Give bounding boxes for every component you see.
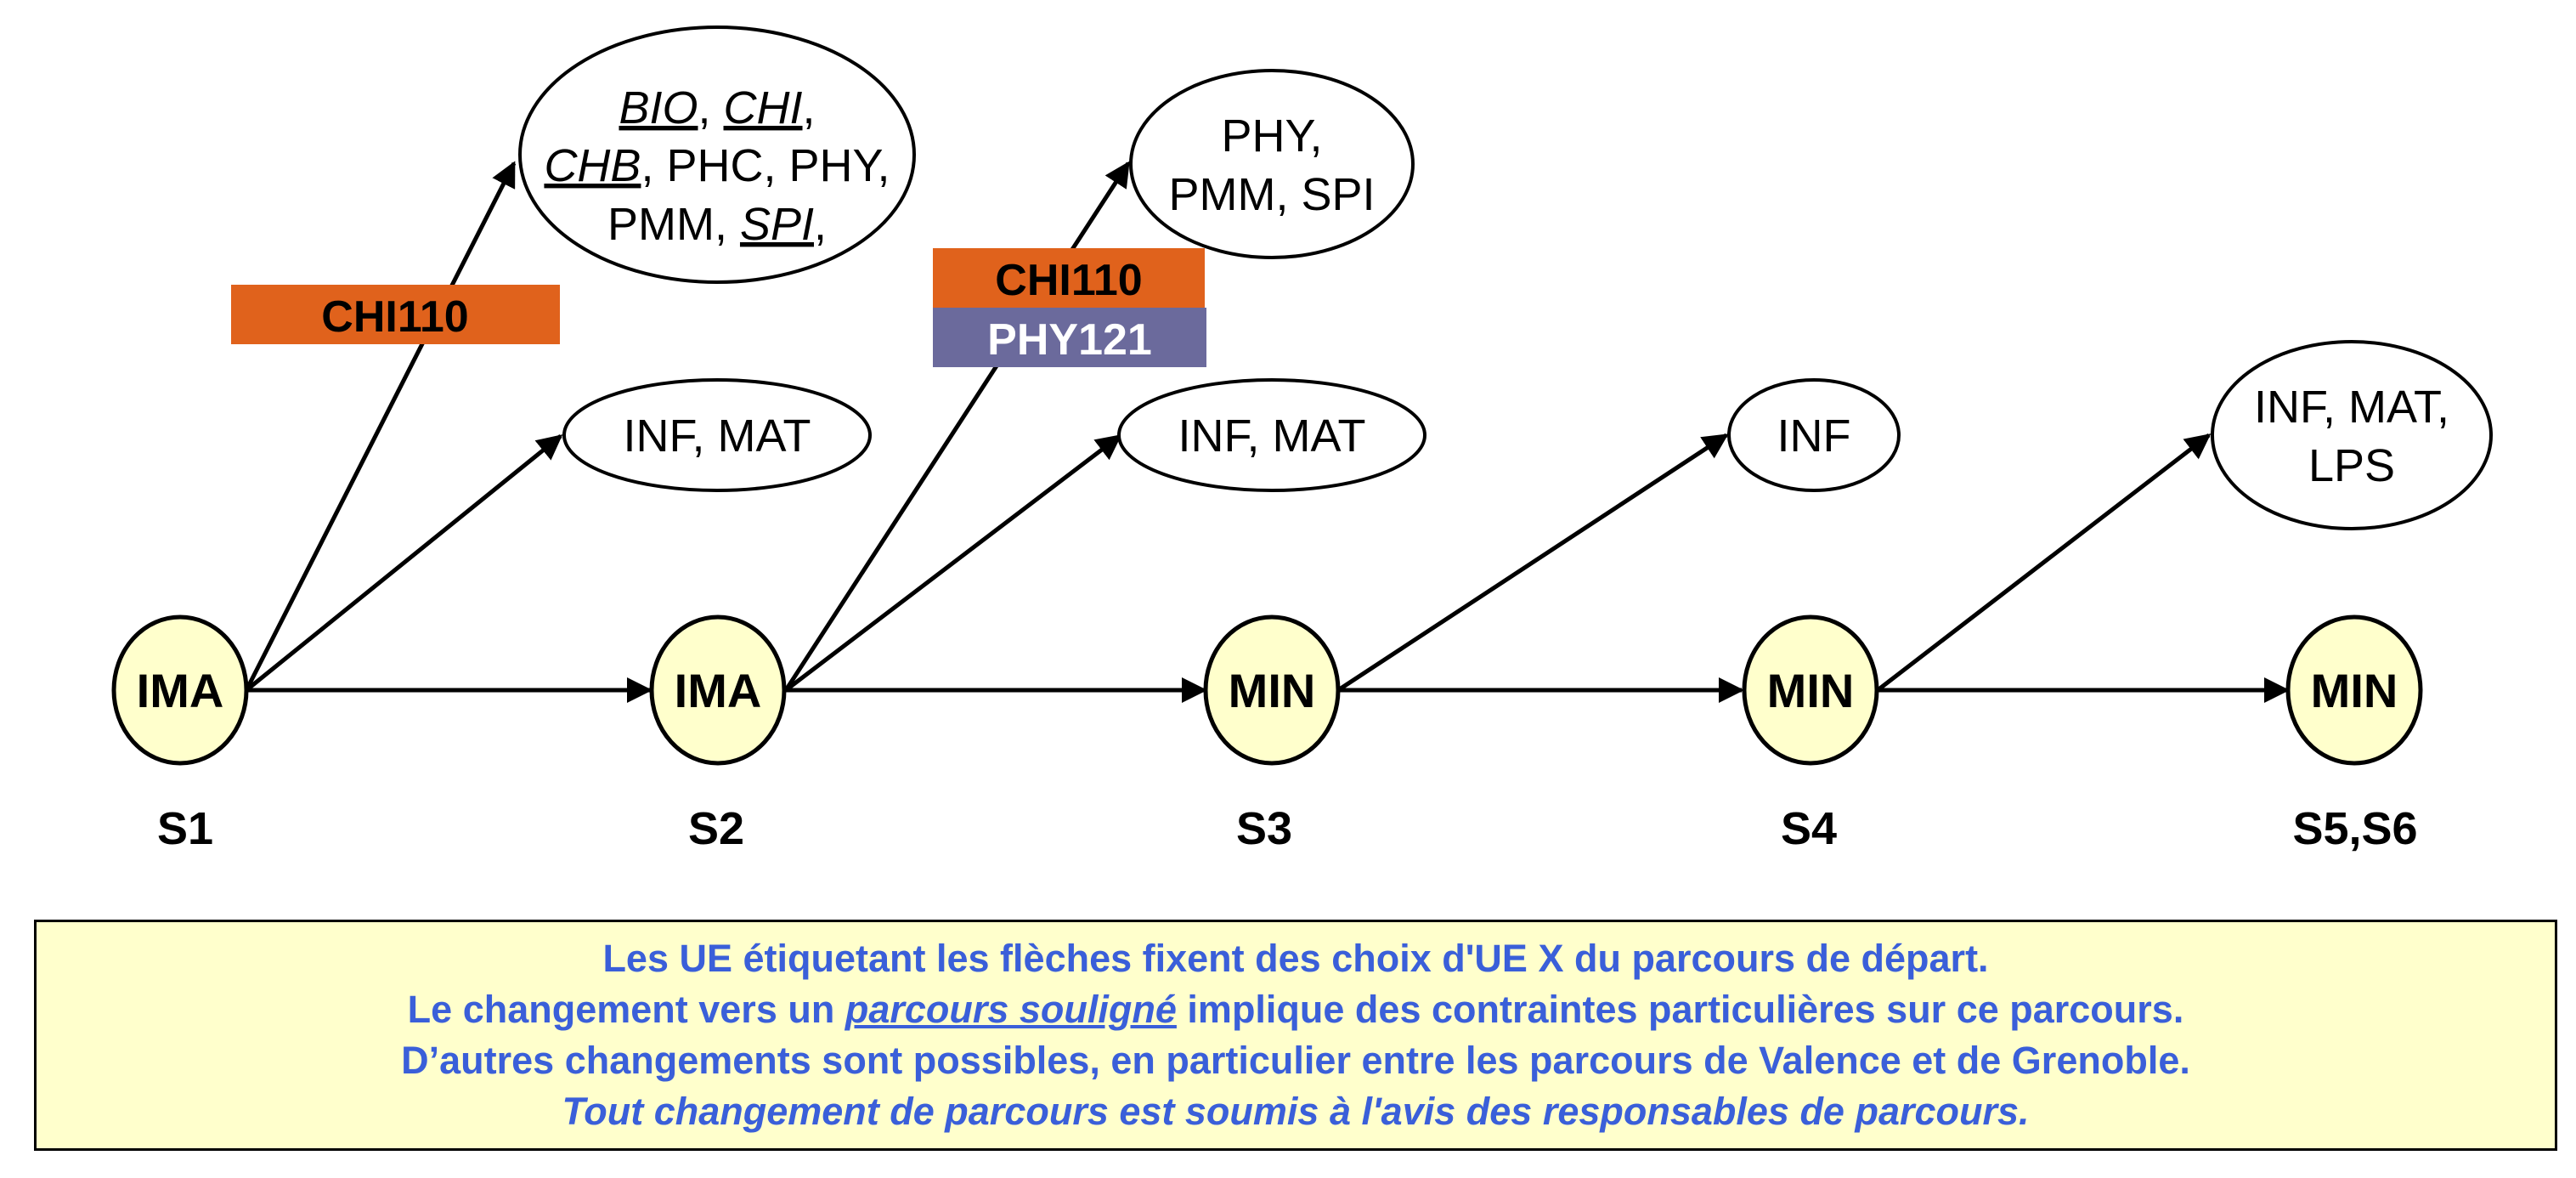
destination-s2-top: PHY, PMM, SPI <box>1129 69 1415 259</box>
node-label: MIN <box>1229 664 1316 717</box>
node-label: IMA <box>675 664 762 717</box>
underlined-parcours-example: parcours souligné <box>845 988 1177 1031</box>
node-label: MIN <box>2311 664 2398 717</box>
node-s4: MIN <box>1742 614 1879 766</box>
semester-label-s5-s6: S5,S6 <box>2292 803 2417 854</box>
arrow-s2-to-mid <box>784 434 1122 692</box>
diagonal-arrows <box>244 161 2212 693</box>
ue-label-text: PHY121 <box>987 315 1152 365</box>
destination-text-line1: PHY, <box>1221 110 1322 161</box>
semester-label-s2: S2 <box>688 803 744 854</box>
note-line-2: Le changement vers un parcours souligné … <box>407 988 2184 1031</box>
destination-text: INF, MAT <box>1178 411 1366 462</box>
svg-text:BIO, CHI,: BIO, CHI, <box>619 82 815 133</box>
node-s3: MIN <box>1203 614 1341 766</box>
parcours-chi: CHI <box>724 82 803 133</box>
node-label: IMA <box>137 664 224 717</box>
svg-text:CHB, PHC, PHY,: CHB, PHC, PHY, <box>544 140 890 191</box>
arrow-s1-to-mid <box>245 434 563 692</box>
svg-text:PMM, SPI,: PMM, SPI, <box>607 199 827 250</box>
destination-s1-top: BIO, CHI, CHB, PHC, PHY, PMM, SPI, <box>518 25 916 284</box>
node-s1: IMA <box>111 614 249 766</box>
node-label: MIN <box>1767 664 1855 717</box>
arrow-s1-to-top <box>244 161 517 692</box>
ue-label-s2-phy121: PHY121 <box>933 308 1206 367</box>
semester-label-s1: S1 <box>157 803 213 854</box>
destination-text-line2: PMM, SPI <box>1168 169 1375 220</box>
semester-label-s3: S3 <box>1236 803 1292 854</box>
node-s2: IMA <box>649 614 787 766</box>
note-box: Les UE étiquetant les flèches fixent des… <box>34 920 2557 1151</box>
destination-s3-top: INF <box>1727 378 1901 492</box>
semester-label-s4: S4 <box>1781 803 1837 854</box>
destination-s4-top: INF, MAT, LPS <box>2211 340 2493 530</box>
ue-label-s2-chi110: CHI110 <box>933 248 1205 308</box>
destination-text: INF, MAT <box>624 411 811 462</box>
parcours-chb: CHB <box>544 140 641 191</box>
note-line-4: Tout changement de parcours est soumis à… <box>562 1090 2030 1133</box>
destination-text-line1: INF, MAT, <box>2254 382 2449 433</box>
destination-s1-mid: INF, MAT <box>562 378 872 492</box>
flow-diagram: CHI110 CHI110 PHY121 BIO, CHI, CHB, PHC,… <box>111 25 2493 854</box>
parcours-bio: BIO <box>619 82 698 133</box>
ue-label-s1-chi110: CHI110 <box>231 285 560 344</box>
ue-label-text: CHI110 <box>995 256 1142 305</box>
destination-text: INF <box>1777 411 1851 462</box>
ue-label-text: CHI110 <box>321 292 468 342</box>
node-s5: MIN <box>2285 614 2423 766</box>
parcours-spi: SPI <box>740 199 814 250</box>
arrow-s3-to-top <box>1336 433 1729 693</box>
destination-s2-mid: INF, MAT <box>1117 378 1426 492</box>
note-line-1: Les UE étiquetant les flèches fixent des… <box>602 937 1989 980</box>
arrow-s4-to-top <box>1876 433 2212 692</box>
destination-text-line2: LPS <box>2308 440 2395 491</box>
note-line-3: D’autres changements sont possibles, en … <box>401 1039 2190 1082</box>
